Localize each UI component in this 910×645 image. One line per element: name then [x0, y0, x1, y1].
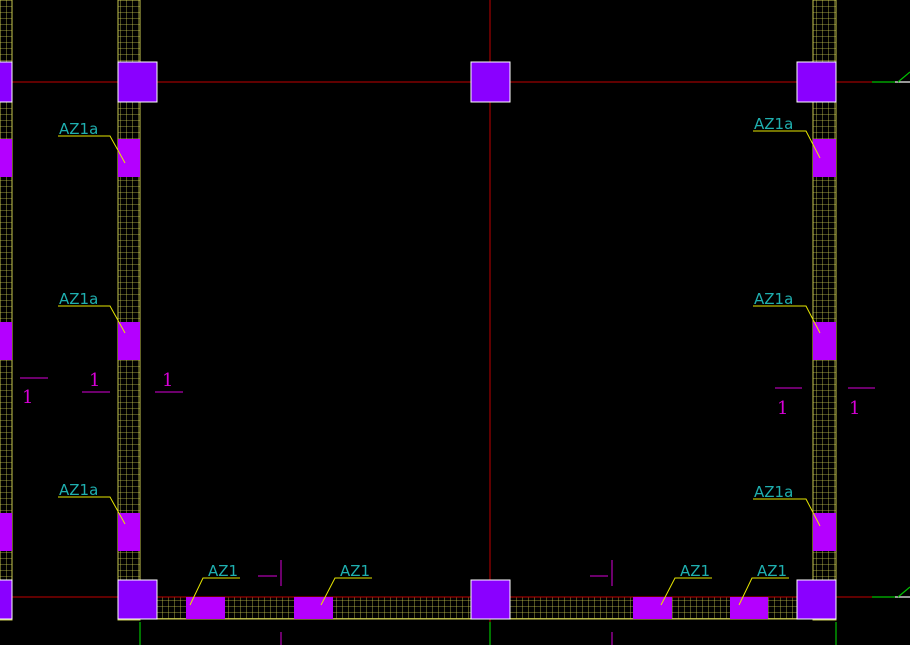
- section-numbers: 1 1 1 1 1: [22, 370, 860, 419]
- wall-tag: AZ1: [680, 562, 710, 580]
- boundary-element: [813, 322, 836, 360]
- wall-tag: AZ1a: [59, 120, 98, 138]
- wall-tag: AZ1a: [59, 290, 98, 308]
- section-number: 1: [777, 398, 788, 419]
- boundary-element: [633, 597, 672, 619]
- boundary-elements: [0, 139, 836, 619]
- boundary-element: [0, 513, 12, 551]
- boundary-element: [730, 597, 768, 619]
- column: [117, 61, 158, 103]
- boundary-element: [294, 597, 333, 619]
- wall-tag: AZ1a: [59, 481, 98, 499]
- axis-arrow-top-head: [897, 71, 910, 83]
- column: [796, 61, 837, 103]
- axis-arrows: [139, 71, 910, 645]
- wall-tag: AZ1a: [754, 483, 793, 501]
- boundary-element: [118, 322, 140, 360]
- leader-line: [753, 498, 821, 527]
- leader-line: [58, 496, 126, 525]
- section-number: 1: [162, 370, 173, 391]
- leader-line: [58, 135, 126, 164]
- section-number: 1: [22, 387, 33, 408]
- column: [0, 579, 13, 620]
- boundary-element: [813, 513, 836, 551]
- column: [0, 61, 13, 103]
- leader-line: [660, 577, 712, 606]
- boundary-element: [0, 139, 12, 177]
- section-number: 1: [89, 370, 100, 391]
- leader-line: [753, 130, 821, 159]
- section-number: 1: [849, 398, 860, 419]
- leader-line: [320, 577, 372, 606]
- column: [796, 579, 837, 620]
- wall-tag: AZ1a: [754, 290, 793, 308]
- wall-tag: AZ1: [208, 562, 238, 580]
- boundary-element: [813, 139, 836, 177]
- boundary-element: [186, 597, 225, 619]
- leader-line: [58, 305, 126, 334]
- column: [470, 61, 511, 103]
- boundary-element: [118, 513, 140, 551]
- columns: [0, 61, 837, 620]
- leader-line: [189, 577, 240, 606]
- boundary-element: [0, 322, 12, 360]
- wall-tag: AZ1a: [754, 115, 793, 133]
- section-marks: [20, 377, 875, 645]
- axis-arrow-bottom-head: [897, 586, 910, 598]
- column: [117, 579, 158, 620]
- wall-tag: AZ1: [757, 562, 787, 580]
- wall-tag: AZ1: [340, 562, 370, 580]
- leader-lines: [58, 130, 821, 606]
- column: [470, 579, 511, 620]
- boundary-element: [118, 139, 140, 177]
- wall-tags: AZ1a AZ1a AZ1a AZ1a AZ1a AZ1a AZ1 AZ1 AZ…: [59, 115, 793, 580]
- leader-line: [738, 577, 789, 606]
- leader-line: [753, 305, 821, 334]
